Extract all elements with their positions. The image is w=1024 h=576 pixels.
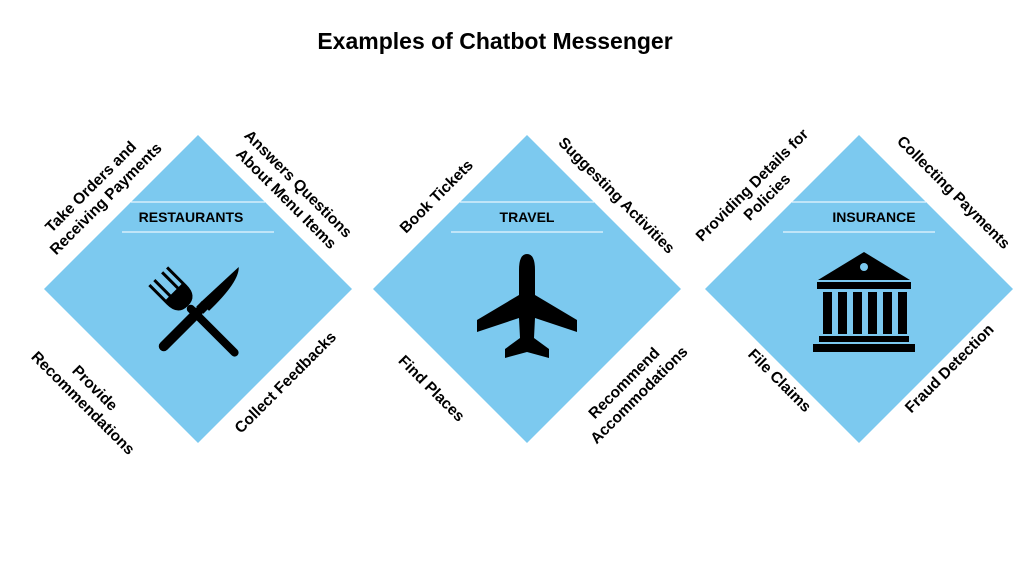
panel-label: RESTAURANTS bbox=[139, 209, 244, 225]
panel-restaurants: RESTAURANTS Take Orders and Receiving Pa… bbox=[28, 127, 355, 458]
panel-label: INSURANCE bbox=[832, 209, 915, 225]
panel-label: TRAVEL bbox=[500, 209, 555, 225]
page-title: Examples of Chatbot Messenger bbox=[317, 28, 673, 54]
panel-insurance: INSURANCE Providing Details for Policies… bbox=[693, 126, 1013, 443]
panel-travel: TRAVEL Book Tickets Suggesting Activitie… bbox=[373, 134, 691, 447]
fork-knife-icon bbox=[148, 266, 239, 357]
diamond-restaurants bbox=[44, 135, 352, 443]
bank-building-icon bbox=[813, 252, 915, 352]
airplane-icon bbox=[477, 254, 577, 358]
